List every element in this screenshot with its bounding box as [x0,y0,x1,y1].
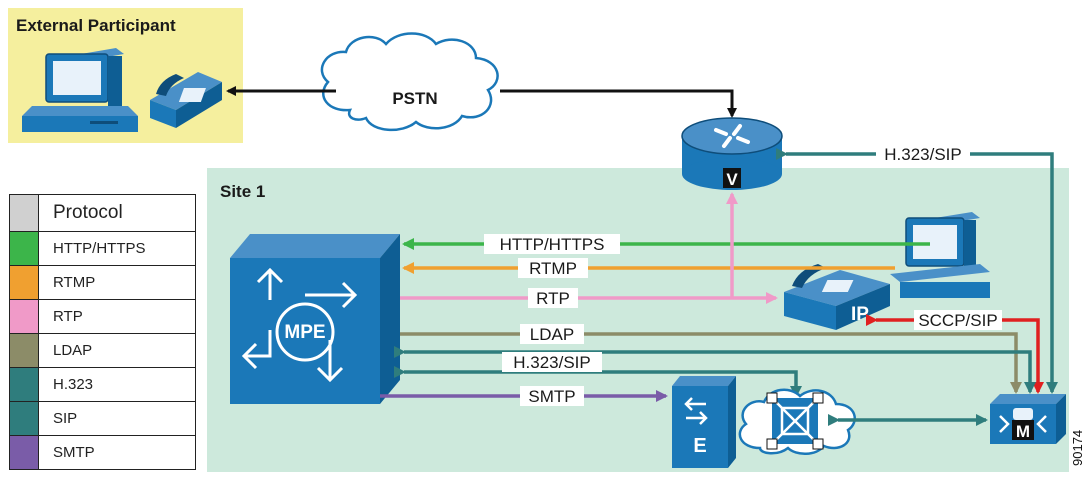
legend-header-swatch [9,194,39,232]
legend-row: HTTP/HTTPS [9,231,196,266]
legend-swatch [9,367,39,402]
switch-mesh-icon [766,392,824,450]
call-manager-badge-label: M [1016,422,1030,441]
smtp-label-bg [520,386,584,406]
rtmp-label-bg [518,258,588,278]
legend-item-label: LDAP [38,333,196,368]
legend-row: RTP [9,299,196,334]
legend-swatch [9,299,39,334]
smtp-label: SMTP [528,387,575,406]
call-manager-badge [1012,420,1034,440]
legend-swatch [9,265,39,300]
legend-row: RTMP [9,265,196,300]
pstn-cloud-icon [320,32,499,131]
legend-row: H.323 [9,367,196,402]
email-server-badge: E [693,435,706,457]
external-computer-icon [22,48,138,132]
ldap-label-bg [520,324,584,344]
h323-sip-top-label-bg [876,144,970,164]
rtmp-label: RTMP [529,259,577,278]
external-participant-title: External Participant [16,16,176,35]
ldap-label: LDAP [530,325,574,344]
legend-row: LDAP [9,333,196,368]
legend-item-label: HTTP/HTTPS [38,231,196,266]
legend-header-row: Protocol [9,194,196,232]
legend-header-label: Protocol [38,194,196,232]
sccp-sip-label-bg [914,310,1002,330]
http-https-label-bg [484,234,620,254]
sccp-sip-label: SCCP/SIP [918,311,997,330]
legend-item-label: RTP [38,299,196,334]
protocol-legend: Protocol HTTP/HTTPS RTMP RTP LDAP H.323 … [9,194,196,470]
h323-sip-mid-connector [394,346,1036,394]
h323-sip-mid-label: H.323/SIP [513,353,591,372]
router-badge [723,168,741,188]
client-computer-icon [890,212,990,298]
ip-phone-icon [784,264,890,330]
legend-row: SMTP [9,435,196,470]
legend-row: SIP [9,401,196,436]
mpe-label: MPE [284,322,325,343]
legend-item-label: RTMP [38,265,196,300]
rtp-label: RTP [536,289,570,308]
legend-swatch [9,401,39,436]
external-phone-icon [150,72,222,128]
router-badge-label: V [726,170,738,189]
pstn-to-router-connector [500,89,737,118]
legend-item-label: SMTP [38,435,196,470]
ip-phone-badge: IP [851,304,869,325]
legend-item-label: SIP [38,401,196,436]
legend-item-label: H.323 [38,367,196,402]
http-https-label: HTTP/HTTPS [500,235,605,254]
legend-swatch [9,231,39,266]
h323-sip-mid-label-bg [502,352,602,372]
legend-swatch [9,333,39,368]
site-1-title: Site 1 [220,182,265,201]
router-callmanager-h323-sip-connector [776,148,1058,394]
mpe-server-icon [230,234,400,404]
legend-swatch [9,435,39,470]
figure-number: 90174 [1070,430,1085,466]
h323-sip-top-label: H.323/SIP [884,145,962,164]
email-server-icon [672,376,736,468]
rtp-label-bg [528,288,578,308]
pstn-label: PSTN [392,89,437,108]
